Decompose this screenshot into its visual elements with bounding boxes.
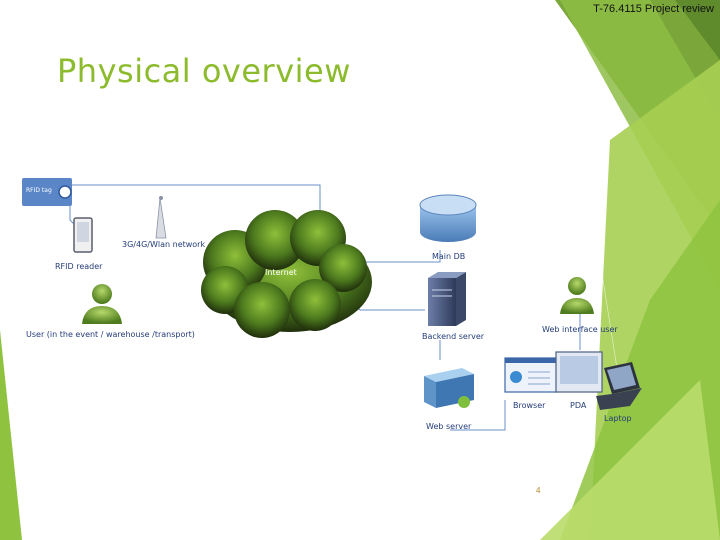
- backend-server-label: Backend server: [422, 332, 485, 341]
- rfid-tag-label: RFID tag: [26, 187, 52, 194]
- main-db-icon: [419, 194, 477, 242]
- network-label: 3G/4G/Wlan network: [122, 240, 206, 249]
- web-interface-user-label: Web interface user: [542, 325, 618, 334]
- web-server-label: Web server: [426, 422, 472, 431]
- rfid-tag-icon: [22, 178, 72, 206]
- rfid-reader-label: RFID reader: [55, 262, 103, 271]
- slide-title: Physical overview: [57, 52, 351, 90]
- backend-server-icon: [428, 272, 466, 326]
- web-server-icon: [424, 368, 474, 408]
- course-title: T-76.4115 Project review: [593, 3, 714, 15]
- laptop-label: Laptop: [604, 414, 632, 423]
- browser-label: Browser: [513, 401, 546, 410]
- pda-label: PDA: [570, 401, 587, 410]
- pda-icon: [555, 351, 603, 393]
- internet-label: Internet: [265, 268, 297, 277]
- laptop-icon: [596, 362, 642, 410]
- user-person-icon: [82, 284, 122, 324]
- browser-window-icon: [504, 357, 558, 393]
- main-db-label: Main DB: [432, 252, 466, 261]
- web-interface-user-icon: [560, 277, 594, 314]
- user-label: User (in the event / warehouse /transpor…: [26, 330, 195, 339]
- internet-cloud-icon: [201, 210, 372, 338]
- network-antenna-icon: [155, 196, 167, 239]
- page-number: 4: [536, 486, 541, 495]
- rfid-reader-icon: [73, 217, 93, 253]
